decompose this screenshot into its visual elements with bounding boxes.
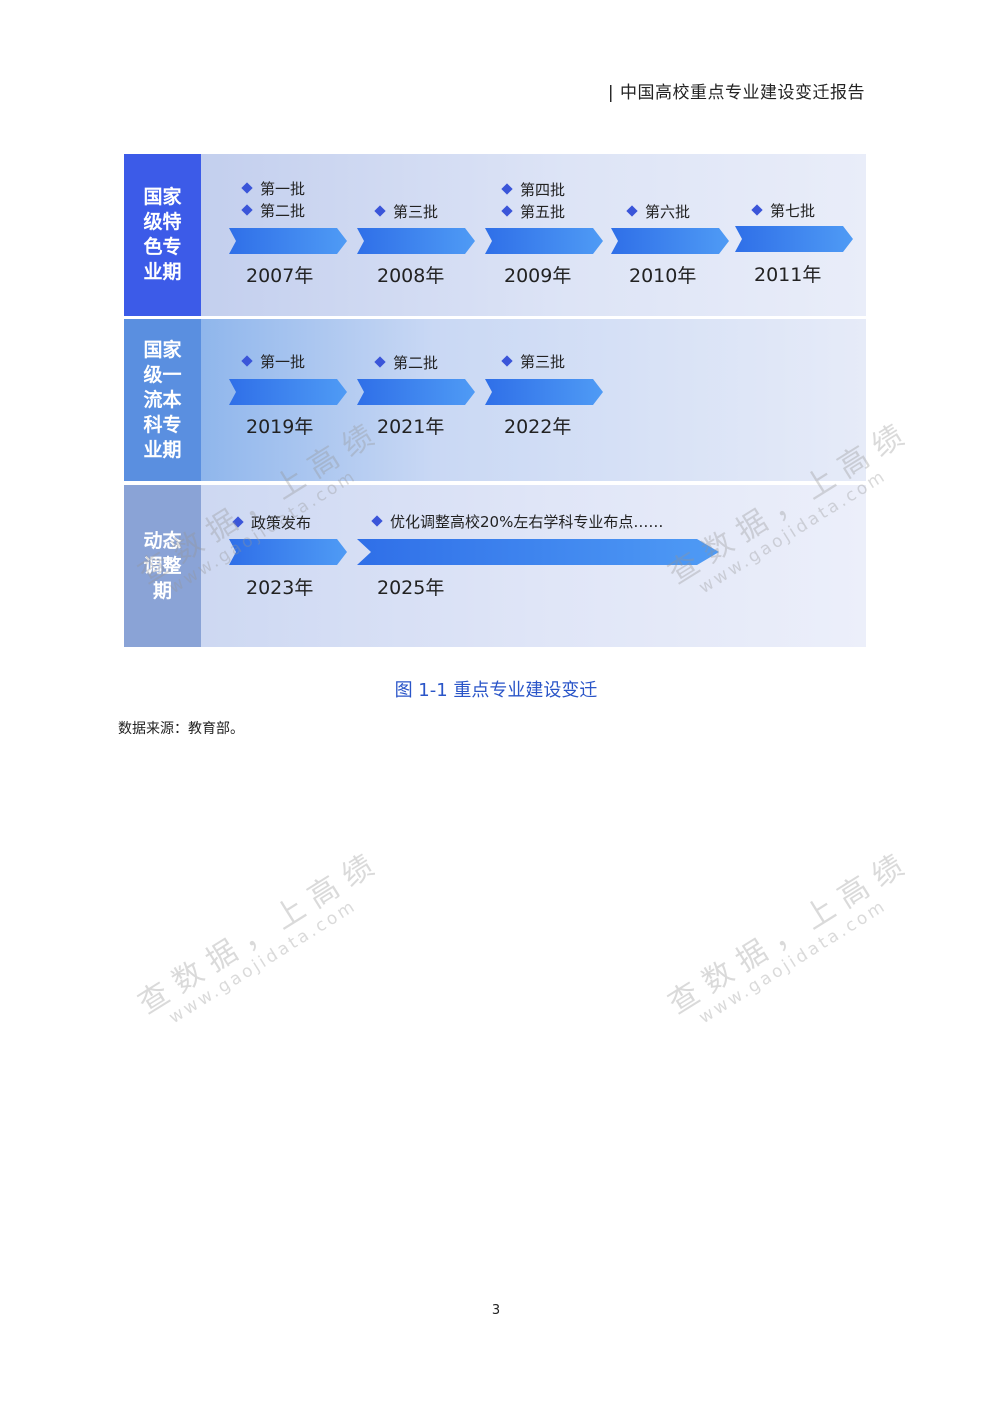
batch-item: 政策发布 bbox=[232, 512, 311, 533]
year-label: 2023年 bbox=[246, 577, 314, 599]
band-national-first-class: 国家级一流本科专业期 第一批 第二批 第三批 2019年 2021年 2022年 bbox=[124, 319, 866, 481]
timeline-arrow bbox=[229, 379, 347, 405]
timeline-arrow bbox=[229, 539, 347, 565]
batch-item: 第一批 bbox=[241, 351, 305, 372]
year-label: 2010年 bbox=[629, 265, 697, 287]
band-label: 国家级一流本科专业期 bbox=[124, 319, 201, 481]
page-number: 3 bbox=[491, 1303, 501, 1318]
year-label: 2022年 bbox=[504, 416, 572, 438]
batch-item: 第七批 bbox=[751, 200, 815, 221]
timeline-arrow bbox=[735, 226, 853, 252]
year-label: 2007年 bbox=[246, 265, 314, 287]
timeline-arrow bbox=[485, 379, 603, 405]
timeline-figure: 国家级特色专业期 第一批 第二批 第三批 第四批 第五批 第六批 第七批 200… bbox=[124, 154, 866, 647]
diamond-icon bbox=[374, 204, 386, 217]
diamond-icon bbox=[501, 354, 513, 367]
batch-item: 优化调整高校20%左右学科专业布点…… bbox=[371, 511, 663, 532]
year-label: 2011年 bbox=[754, 264, 822, 286]
diamond-icon bbox=[232, 515, 244, 528]
timeline-arrow bbox=[229, 228, 347, 254]
batch-item: 第一批 bbox=[241, 178, 305, 199]
band-dynamic-adjustment: 动态调整期 政策发布 优化调整高校20%左右学科专业布点…… 2023年 202… bbox=[124, 485, 866, 647]
band-label: 国家级特色专业期 bbox=[124, 154, 201, 316]
batch-item: 第六批 bbox=[626, 201, 690, 222]
year-label: 2021年 bbox=[377, 416, 445, 438]
batch-item: 第三批 bbox=[374, 201, 438, 222]
timeline-arrow bbox=[357, 228, 475, 254]
figure-caption: 图 1-1 重点专业建设变迁 bbox=[394, 680, 598, 701]
band-body: 第一批 第二批 第三批 第四批 第五批 第六批 第七批 2007年 2008年 … bbox=[201, 154, 866, 316]
diamond-icon bbox=[371, 514, 383, 527]
diamond-icon bbox=[501, 182, 513, 195]
year-label: 2009年 bbox=[504, 265, 572, 287]
band-national-featured: 国家级特色专业期 第一批 第二批 第三批 第四批 第五批 第六批 第七批 200… bbox=[124, 154, 866, 316]
timeline-arrow bbox=[611, 228, 729, 254]
batch-item: 第三批 bbox=[501, 351, 565, 372]
band-label: 动态调整期 bbox=[124, 485, 201, 647]
band-body: 第一批 第二批 第三批 2019年 2021年 2022年 bbox=[201, 319, 866, 481]
page-header-title: | 中国高校重点专业建设变迁报告 bbox=[607, 83, 865, 103]
data-source-note: 数据来源：教育部。 bbox=[118, 721, 244, 737]
timeline-arrow bbox=[357, 379, 475, 405]
diamond-icon bbox=[241, 203, 253, 216]
diamond-icon bbox=[626, 204, 638, 217]
timeline-arrow bbox=[485, 228, 603, 254]
year-label: 2025年 bbox=[377, 577, 445, 599]
year-label: 2008年 bbox=[377, 265, 445, 287]
timeline-arrow bbox=[357, 539, 719, 565]
batch-item: 第五批 bbox=[501, 201, 565, 222]
diamond-icon bbox=[241, 181, 253, 194]
diamond-icon bbox=[751, 203, 763, 216]
diamond-icon bbox=[501, 204, 513, 217]
batch-item: 第二批 bbox=[241, 200, 305, 221]
diamond-icon bbox=[374, 355, 386, 368]
year-label: 2019年 bbox=[246, 416, 314, 438]
diamond-icon bbox=[241, 354, 253, 367]
batch-item: 第四批 bbox=[501, 179, 565, 200]
band-body: 政策发布 优化调整高校20%左右学科专业布点…… 2023年 2025年 bbox=[201, 485, 866, 647]
batch-item: 第二批 bbox=[374, 352, 438, 373]
